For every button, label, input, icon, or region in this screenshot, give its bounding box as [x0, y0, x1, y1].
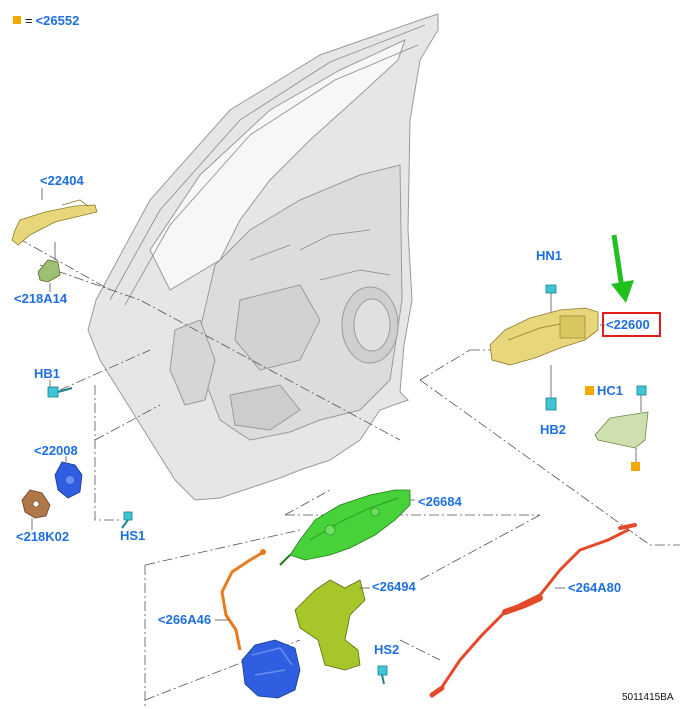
label-hs2: HS2	[374, 642, 400, 657]
exterior-handle-22404	[11, 199, 98, 246]
green-arrow	[611, 234, 634, 303]
clip-hc1	[594, 385, 649, 462]
interior-handle-22600	[489, 307, 599, 366]
legend-marker-square	[13, 16, 21, 24]
label-hc1: HC1	[597, 383, 624, 398]
label-26684: <26684	[418, 494, 462, 509]
legend-code: <26552	[35, 13, 80, 28]
legend: =<26552	[13, 14, 79, 28]
bracket-26494	[294, 579, 366, 671]
door-latch	[241, 639, 301, 699]
label-hb2: HB2	[540, 422, 567, 437]
label-hs1: HS1	[120, 528, 146, 543]
bolt-hb1	[47, 386, 73, 398]
label-218K02: <218K02	[16, 529, 70, 544]
handle-carrier-26684	[279, 489, 411, 566]
screw-hs1	[121, 511, 133, 529]
label-266A46: <266A46	[158, 612, 212, 627]
bolt-hb2	[545, 365, 557, 411]
bracket-22008	[54, 461, 83, 499]
label-22404: <22404	[40, 173, 84, 188]
marker-square-hc1	[585, 386, 594, 395]
label-hb1: HB1	[34, 366, 61, 381]
screw-hs2	[377, 665, 388, 685]
label-22008: <22008	[34, 443, 78, 458]
door-frame-lines	[109, 24, 426, 306]
cable-264A80	[429, 523, 637, 698]
label-leaders	[31, 188, 605, 621]
marker-square-bottom	[631, 462, 640, 471]
label-264A80: <264A80	[568, 580, 622, 595]
nut-hn1	[545, 284, 557, 315]
label-hn1: HN1	[536, 248, 563, 263]
label-22600: <22600	[606, 317, 650, 332]
door-panel	[87, 13, 439, 501]
cable-266A46	[220, 551, 263, 651]
reference-code: 5011415BA	[622, 692, 674, 703]
label-218A14: <218A14	[14, 291, 68, 306]
bracket-218A14	[37, 259, 61, 283]
highlight-frame	[602, 312, 661, 337]
label-26494: <26494	[372, 579, 416, 594]
legend-equals: =	[25, 13, 33, 28]
